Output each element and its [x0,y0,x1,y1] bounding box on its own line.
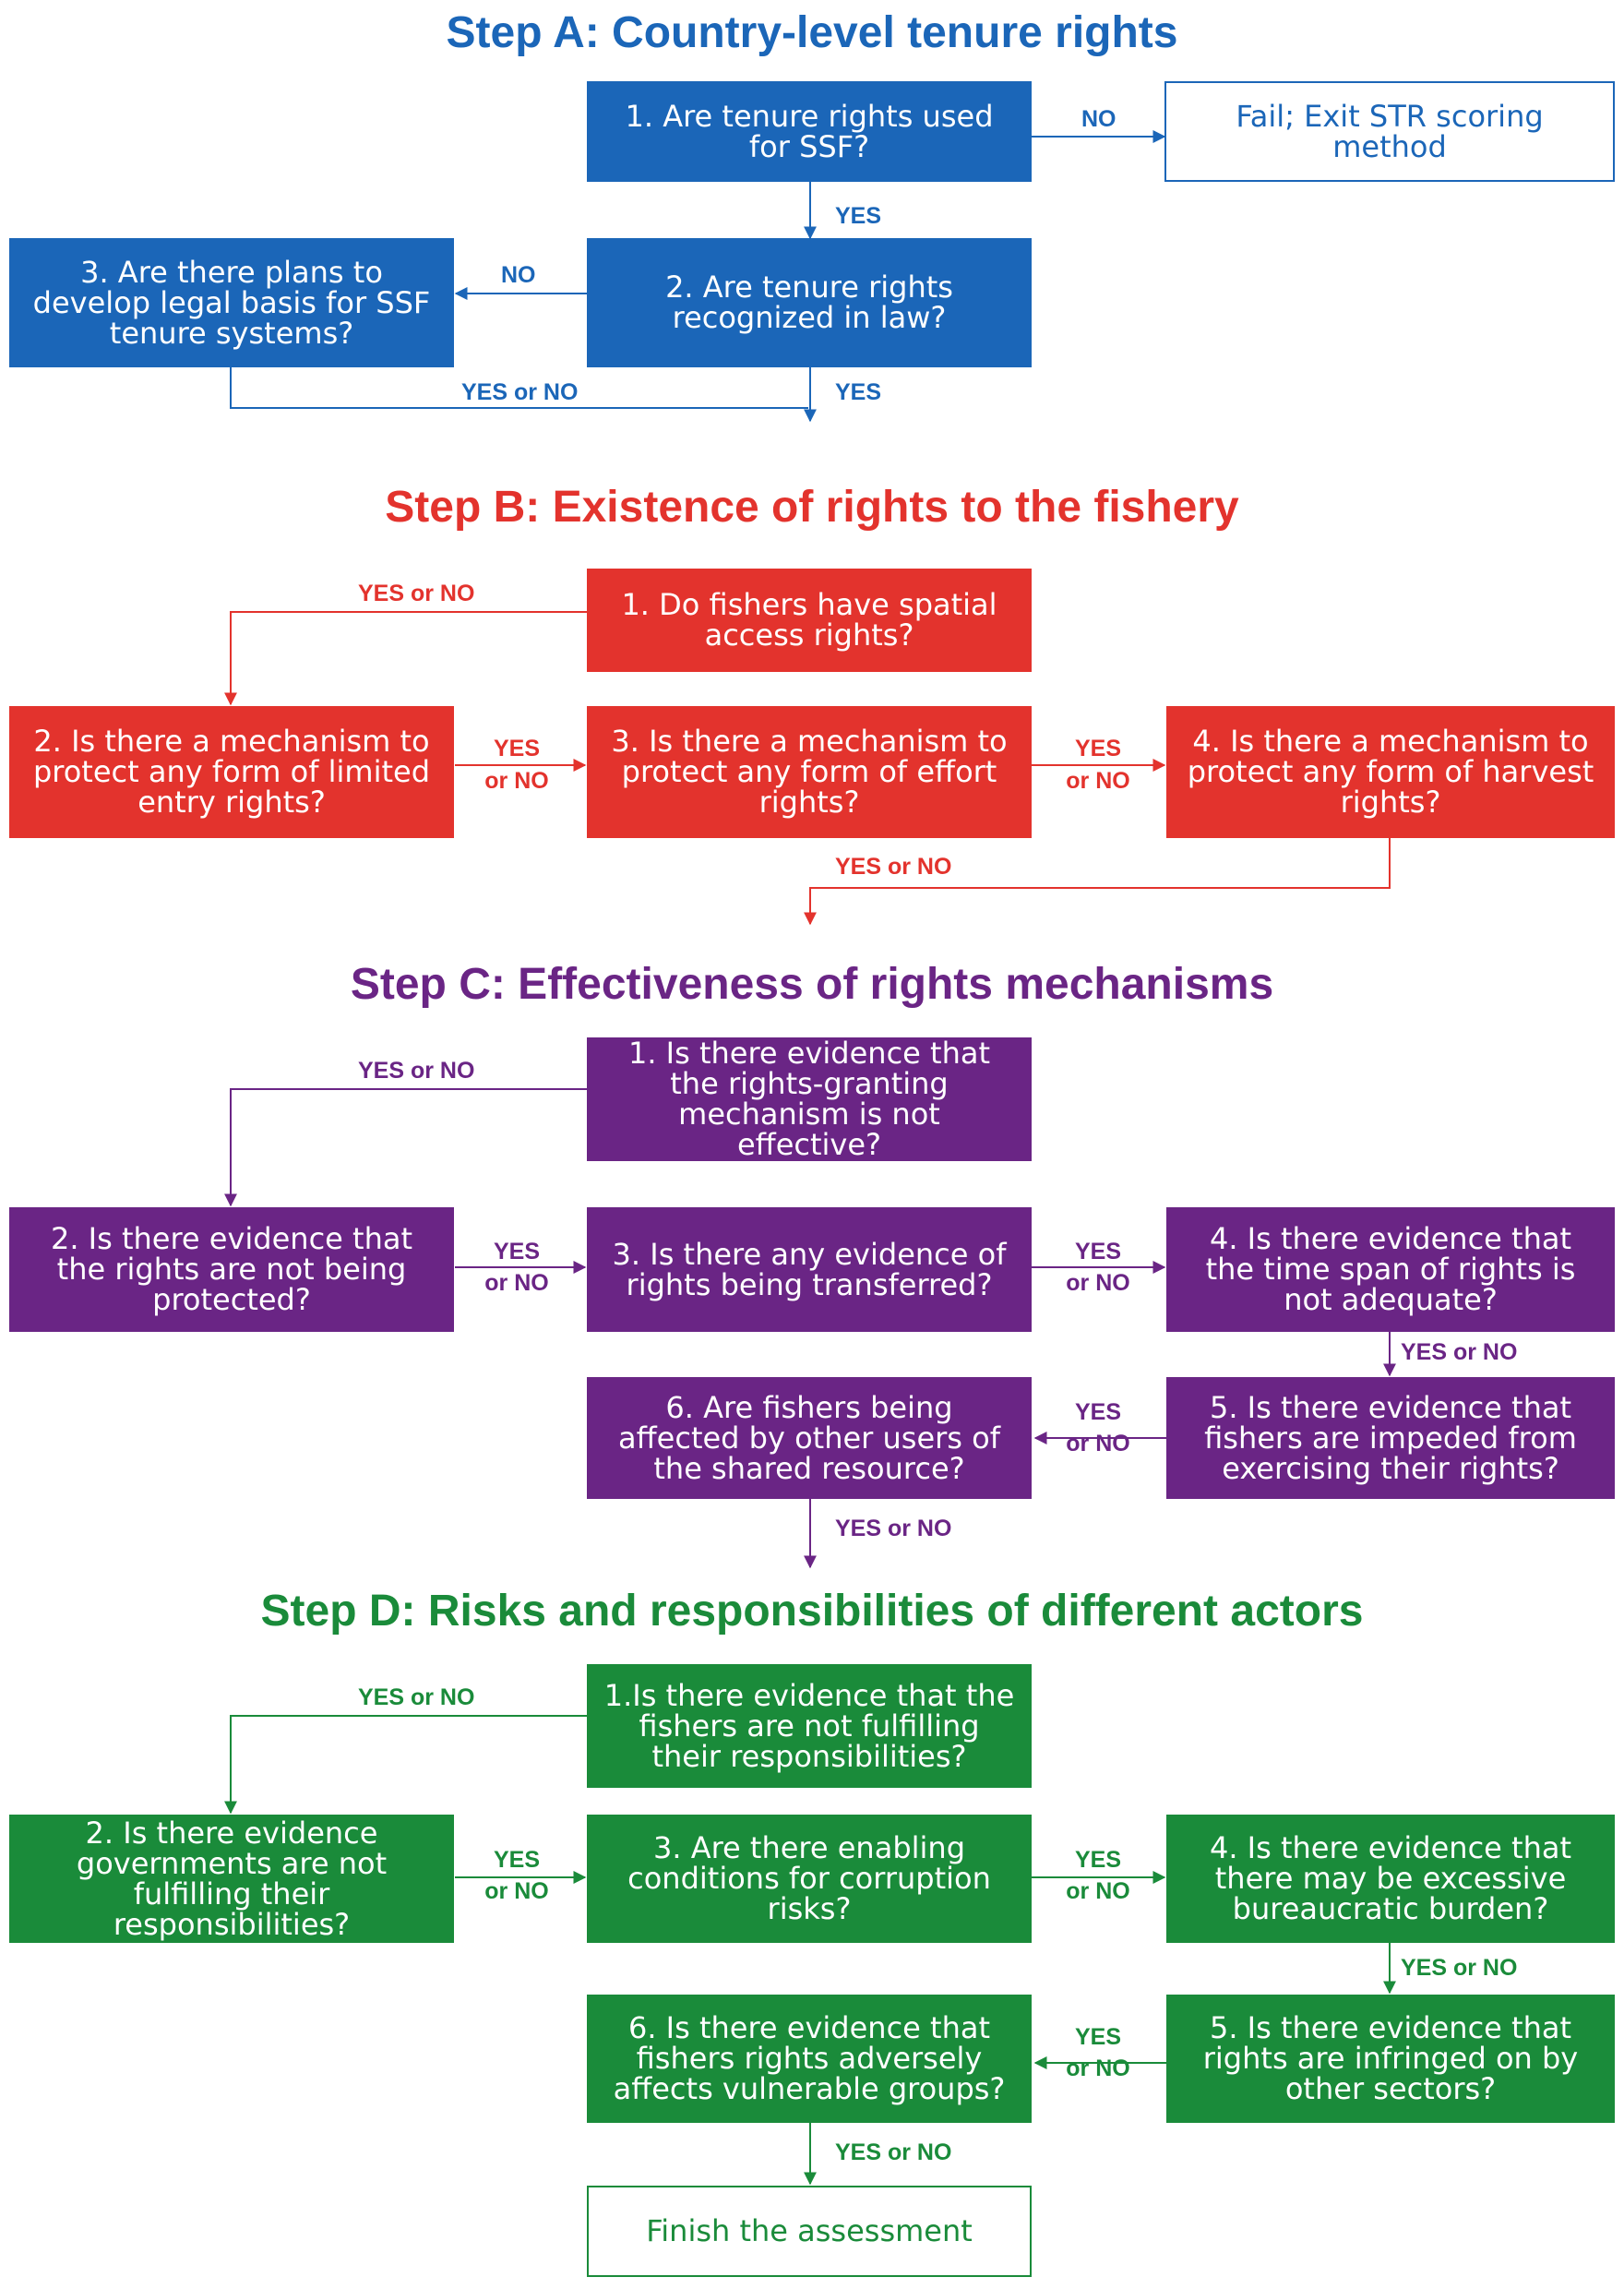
step-d-question-4[interactable]: 4. Is there evidence that there may be e… [1166,1815,1615,1943]
step-c-question-5-text: 5. Is there evidence that fishers are im… [1204,1389,1577,1486]
step-b-question-3[interactable]: 3. Is there a mechanism to protect any f… [587,706,1032,838]
step-a-fail-exit[interactable]: Fail; Exit STR scoring method [1164,81,1615,182]
step-c-label-3-4-no: or NO [1066,1270,1130,1296]
step-c-question-5[interactable]: 5. Is there evidence that fishers are im… [1166,1377,1615,1499]
step-d-question-5-text: 5. Is there evidence that rights are inf… [1202,2010,1579,2106]
step-d-finish-assessment[interactable]: Finish the assessment [587,2186,1032,2277]
arrow-b-q1-to-q2 [224,611,587,706]
step-d-question-3[interactable]: 3. Are there enabling conditions for cor… [587,1815,1032,1943]
step-d-question-3-text: 3. Are there enabling conditions for cor… [627,1830,991,1926]
step-b-question-1-text: 1. Do fishers have spatial access rights… [621,587,997,653]
step-b-label-top: YES or NO [358,581,475,606]
step-b-question-3-text: 3. Is there a mechanism to protect any f… [611,724,1008,820]
step-c-question-4[interactable]: 4. Is there evidence that the time span … [1166,1207,1615,1332]
step-a-label-no-fail: NO [1081,106,1116,132]
step-d-question-1-text: 1.Is there evidence that the fishers are… [603,1677,1015,1774]
arrow-c-q1-to-q2 [224,1088,587,1207]
step-c-label-3-4-yes: YES [1074,1239,1122,1264]
step-a-question-2-text: 2. Are tenure rights recognized in law? [665,270,953,335]
step-c-label-5-6-no: or NO [1066,1431,1130,1456]
step-c-question-3-text: 3. Is there any evidence of rights being… [612,1236,1007,1302]
step-d-question-6[interactable]: 6. Is there evidence that fishers rights… [587,1995,1032,2123]
step-a-question-3-text: 3. Are there plans to develop legal basi… [32,254,431,351]
step-a-label-yes-q2: YES [835,379,882,405]
step-d-label-5-6-yes: YES [1074,2024,1122,2050]
step-a-label-yes-q1: YES [835,203,882,229]
step-d-label-5-6-no: or NO [1066,2055,1130,2081]
step-a-question-1-text: 1. Are tenure rights used for SSF? [625,98,994,164]
step-c-label-2-3-yes: YES [493,1239,541,1264]
arrow-d-q1-to-q2 [224,1715,587,1815]
step-a-question-3[interactable]: 3. Are there plans to develop legal basi… [9,238,454,367]
step-a-fail-exit-text: Fail; Exit STR scoring method [1236,98,1544,164]
step-d-label-2-3-yes: YES [493,1847,541,1873]
step-c-question-4-text: 4. Is there evidence that the time span … [1205,1221,1576,1317]
step-d-question-2-text: 2. Is there evidence governments are not… [76,1815,388,1942]
step-c-label-top: YES or NO [358,1058,475,1084]
step-b-label-3-4-no: or NO [1066,768,1130,794]
step-a-label-yes-or-no: YES or NO [461,379,579,405]
step-a-label-no-q3: NO [501,262,536,288]
step-b-question-4[interactable]: 4. Is there a mechanism to protect any f… [1166,706,1615,838]
step-c-question-3[interactable]: 3. Is there any evidence of rights being… [587,1207,1032,1332]
step-c-title: Step C: Effectiveness of rights mechanis… [350,960,1274,1009]
step-c-question-1[interactable]: 1. Is there evidence that the rights-gra… [587,1037,1032,1161]
step-b-title: Step B: Existence of rights to the fishe… [385,483,1239,532]
step-d-question-1[interactable]: 1.Is there evidence that the fishers are… [587,1664,1032,1788]
step-d-label-3-4-yes: YES [1074,1847,1122,1873]
step-c-question-6[interactable]: 6. Are fishers being affected by other u… [587,1377,1032,1499]
step-d-question-5[interactable]: 5. Is there evidence that rights are inf… [1166,1995,1615,2123]
step-d-label-bottom: YES or NO [835,2139,952,2165]
step-a-title: Step A: Country-level tenure rights [446,8,1178,57]
step-d-question-2[interactable]: 2. Is there evidence governments are not… [9,1815,454,1943]
step-c-question-1-text: 1. Is there evidence that the rights-gra… [627,1036,991,1162]
step-d-label-3-4-no: or NO [1066,1878,1130,1904]
step-c-question-2-text: 2. Is there evidence that the rights are… [50,1221,413,1317]
step-a-question-1[interactable]: 1. Are tenure rights used for SSF? [587,81,1032,182]
step-c-label-bottom: YES or NO [835,1516,952,1541]
step-c-question-6-text: 6. Are fishers being affected by other u… [618,1389,1000,1486]
step-d-title: Step D: Risks and responsibilities of di… [260,1587,1364,1636]
step-c-label-2-3-no: or NO [484,1270,549,1296]
step-b-question-2[interactable]: 2. Is there a mechanism to protect any f… [9,706,454,838]
arrow-b-q4-to-stepc [804,838,1391,926]
step-b-label-2-3-yes: YES [493,736,541,761]
step-d-question-6-text: 6. Is there evidence that fishers rights… [613,2010,1006,2106]
step-b-question-1[interactable]: 1. Do fishers have spatial access rights… [587,569,1032,672]
step-c-question-2[interactable]: 2. Is there evidence that the rights are… [9,1207,454,1332]
step-a-question-2[interactable]: 2. Are tenure rights recognized in law? [587,238,1032,367]
step-d-label-top: YES or NO [358,1684,475,1710]
step-c-label-5-6-yes: YES [1074,1399,1122,1425]
step-b-label-3-4-yes: YES [1074,736,1122,761]
step-d-label-2-3-no: or NO [484,1878,549,1904]
step-d-finish-assessment-text: Finish the assessment [646,2213,973,2248]
step-b-question-4-text: 4. Is there a mechanism to protect any f… [1187,724,1594,820]
step-d-question-4-text: 4. Is there evidence that there may be e… [1209,1830,1572,1926]
step-b-label-bottom: YES or NO [835,854,952,880]
step-b-question-2-text: 2. Is there a mechanism to protect any f… [32,724,431,820]
step-d-label-4-5: YES or NO [1401,1955,1518,1981]
step-c-label-4-5: YES or NO [1401,1339,1518,1365]
step-b-label-2-3-no: or NO [484,768,549,794]
line-a-q3-to-stepb [230,367,808,409]
